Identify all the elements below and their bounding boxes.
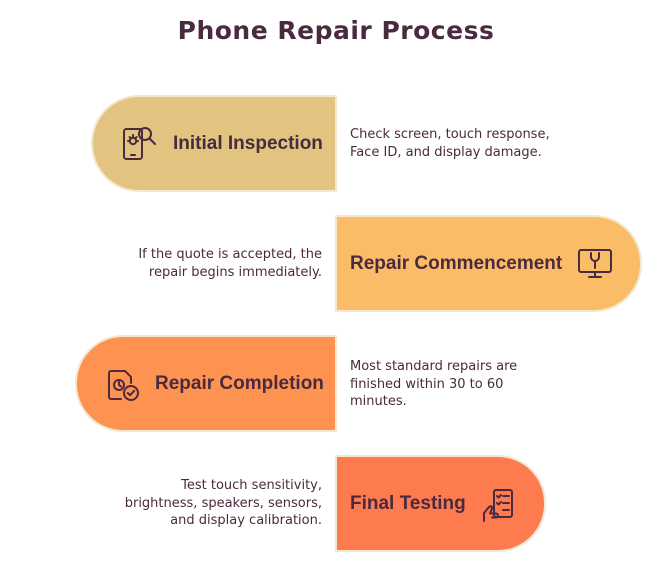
step-description: Test touch sensitivity, brightness, spea… xyxy=(124,478,322,528)
hand-checklist-icon xyxy=(483,489,513,522)
step-description: If the quote is accepted, the repair beg… xyxy=(138,247,322,280)
step-label: Final Testing xyxy=(350,492,466,514)
document-clock-check-icon xyxy=(108,370,139,401)
step-repair-commencement: Repair Commencement xyxy=(335,215,642,312)
step-label: Repair Completion xyxy=(155,372,324,394)
step-initial-inspection: Initial Inspection xyxy=(91,95,337,192)
step-description: Check screen, touch response, Face ID, a… xyxy=(350,127,550,160)
step-label: Repair Commencement xyxy=(350,252,563,274)
phone-search-icon xyxy=(123,127,156,160)
diagram-title: Phone Repair Process xyxy=(177,16,495,45)
step-final-testing: Final Testing xyxy=(335,455,546,552)
step-description: Most standard repairs are finished withi… xyxy=(350,359,518,409)
monitor-wrench-icon xyxy=(578,249,612,278)
step-repair-completion: Repair Completion xyxy=(75,335,337,432)
step-label: Initial Inspection xyxy=(173,132,323,154)
